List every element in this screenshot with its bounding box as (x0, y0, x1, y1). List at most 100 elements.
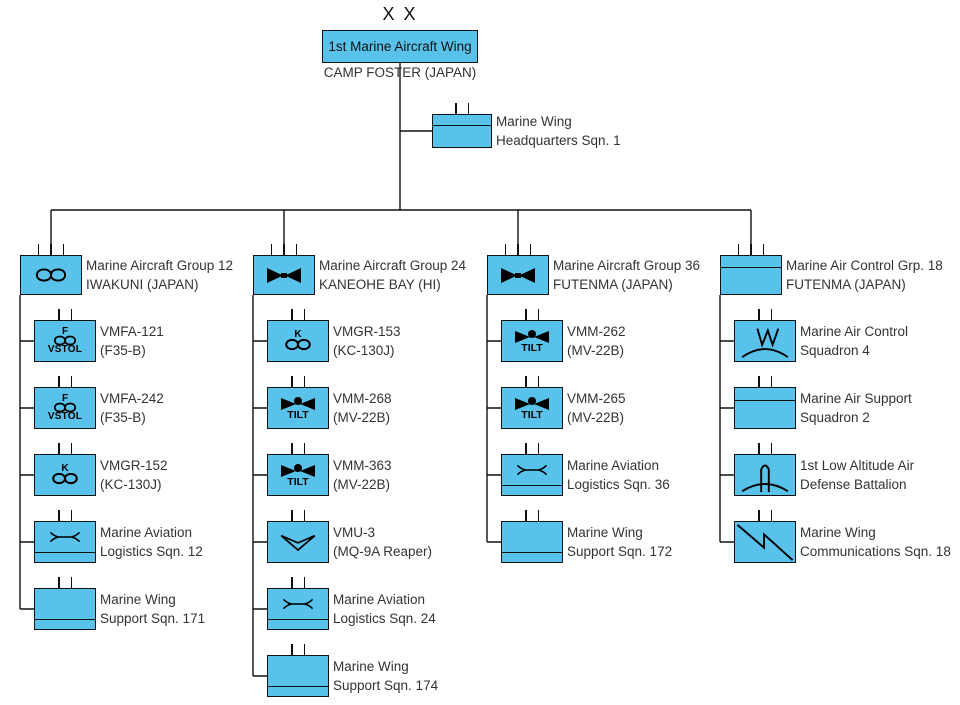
unit-label: Marine Wing Support Sqn. 174 (333, 659, 439, 693)
wing-name: 1st Marine Aircraft Wing (328, 39, 472, 54)
unit-vmgr-152: K VMGR-152 (KC-130J) (34, 443, 168, 496)
unit-box (34, 521, 96, 563)
unit-mwss-171: Marine Wing Support Sqn. 171 (34, 577, 205, 630)
echelon-ticks (34, 510, 96, 521)
echelon-ticks (34, 309, 96, 320)
headquarters-bar-icon (734, 400, 796, 401)
unit-label: Marine Aircraft Group 24 KANEOHE BAY (HI… (319, 258, 467, 292)
unit-box (720, 255, 782, 295)
unit-box (267, 655, 329, 697)
wing-echelon-marks: X X (382, 4, 418, 24)
echelon-ticks (267, 376, 329, 387)
unit-vmfa-242: F VSTOL VMFA-242 (F35-B) (34, 376, 164, 429)
air-control-radar-icon (741, 327, 789, 358)
unit-box (267, 521, 329, 563)
maintenance-wrench-icon (50, 531, 80, 542)
communications-lightning-icon (736, 524, 794, 561)
support-bar-icon (501, 551, 563, 553)
logistics-bar-icon (501, 484, 563, 486)
headquarters-bar-icon (720, 267, 782, 269)
unit-mag-12: Marine Aircraft Group 12 IWAKUNI (JAPAN) (20, 244, 233, 295)
echelon-ticks (253, 244, 315, 255)
unit-box (34, 588, 96, 630)
echelon-ticks (501, 309, 563, 320)
tilt-label: TILT (287, 409, 309, 421)
unit-mass-2: Marine Air Support Squadron 2 (734, 376, 912, 429)
wing-box: 1st Marine Aircraft Wing (322, 30, 478, 63)
echelon-ticks (720, 244, 782, 255)
unit-box (487, 255, 549, 295)
unit-label: Marine Aviation Logistics Sqn. 36 (567, 458, 670, 492)
unit-label: Marine Air Control Squadron 4 (800, 324, 909, 358)
unit-label: VMFA-121 (F35-B) (100, 324, 164, 358)
unit-box (267, 588, 329, 630)
echelon-ticks (267, 510, 329, 521)
unit-box: TILT (267, 454, 329, 496)
maintenance-wrench-icon (517, 464, 547, 475)
echelon-ticks (20, 244, 82, 255)
tiltrotor-icon (281, 464, 315, 477)
tanker-modifier: K (61, 463, 69, 474)
maintenance-wrench-icon (283, 598, 313, 609)
unit-label: VMGR-152 (KC-130J) (100, 458, 168, 492)
tiltrotor-icon (515, 397, 549, 410)
unit-box (734, 454, 796, 496)
unit-box: TILT (267, 387, 329, 429)
unit-label: VMM-262 (MV-22B) (567, 324, 626, 358)
unit-label: 1st Low Altitude Air Defense Battalion (800, 458, 915, 492)
unit-box (501, 454, 563, 496)
unit-vmm-265: TILT VMM-265 (MV-22B) (501, 376, 626, 429)
echelon-ticks (432, 103, 492, 114)
tanker-modifier: K (294, 329, 302, 340)
fixed-wing-icon (285, 338, 311, 351)
echelon-ticks (34, 443, 96, 454)
logistics-bar-icon (34, 551, 96, 553)
unit-box: F VSTOL (34, 387, 96, 429)
unit-label: VMM-363 (MV-22B) (333, 458, 392, 492)
unit-label: VMGR-153 (KC-130J) (333, 324, 401, 358)
fixed-wing-icon (53, 402, 77, 413)
unit-vmfa-121: F VSTOL VMFA-121 (F35-B) (34, 309, 164, 362)
echelon-ticks (267, 577, 329, 588)
echelon-ticks (267, 309, 329, 320)
fixed-wing-modifier: F (61, 393, 69, 404)
unit-mals-36: Marine Aviation Logistics Sqn. 36 (501, 443, 670, 496)
headquarters-bar-icon (432, 124, 492, 126)
unit-label: Marine Wing Support Sqn. 171 (100, 592, 206, 626)
support-bar-icon (34, 618, 96, 620)
unit-box (432, 114, 492, 148)
logistics-bar-icon (267, 618, 329, 620)
unit-box (20, 255, 82, 295)
unit-mag-24: Marine Aircraft Group 24 KANEOHE BAY (HI… (253, 244, 466, 295)
unit-label: Marine Aircraft Group 36 FUTENMA (JAPAN) (553, 258, 701, 292)
echelon-ticks (34, 376, 96, 387)
unit-box: TILT (501, 387, 563, 429)
unit-label: VMM-265 (MV-22B) (567, 391, 626, 425)
echelon-ticks (501, 443, 563, 454)
vstol-label: VSTOL (47, 344, 83, 355)
wing-location: CAMP FOSTER (JAPAN) (323, 65, 477, 80)
unit-label: Marine Air Support Squadron 2 (800, 391, 912, 425)
unit-box (734, 521, 796, 563)
unit-macs-4: Marine Air Control Squadron 4 (734, 309, 908, 362)
unit-vmm-268: TILT VMM-268 (MV-22B) (267, 376, 392, 429)
unit-macg-18: Marine Air Control Grp. 18 FUTENMA (JAPA… (720, 244, 943, 295)
fixed-wing-icon (35, 268, 67, 282)
support-bar-icon (267, 685, 329, 687)
rotary-wing-icon (501, 267, 535, 283)
unit-mag-36: Marine Aircraft Group 36 FUTENMA (JAPAN) (487, 244, 700, 295)
unit-box: F VSTOL (34, 320, 96, 362)
unit-label: VMU-3 (MQ-9A Reaper) (333, 525, 433, 559)
unit-vmm-262: TILT VMM-262 (MV-22B) (501, 309, 626, 362)
unit-1st-laad: 1st Low Altitude Air Defense Battalion (734, 443, 914, 496)
unit-mwss-172: Marine Wing Support Sqn. 172 (501, 510, 672, 563)
unit-mals-24: Marine Aviation Logistics Sqn. 24 (267, 577, 436, 630)
echelon-ticks (267, 443, 329, 454)
echelon-ticks (734, 309, 796, 320)
unit-box (734, 320, 796, 362)
unit-label: VMFA-242 (F35-B) (100, 391, 164, 425)
unit-box: TILT (501, 320, 563, 362)
unit-box: K (34, 454, 96, 496)
